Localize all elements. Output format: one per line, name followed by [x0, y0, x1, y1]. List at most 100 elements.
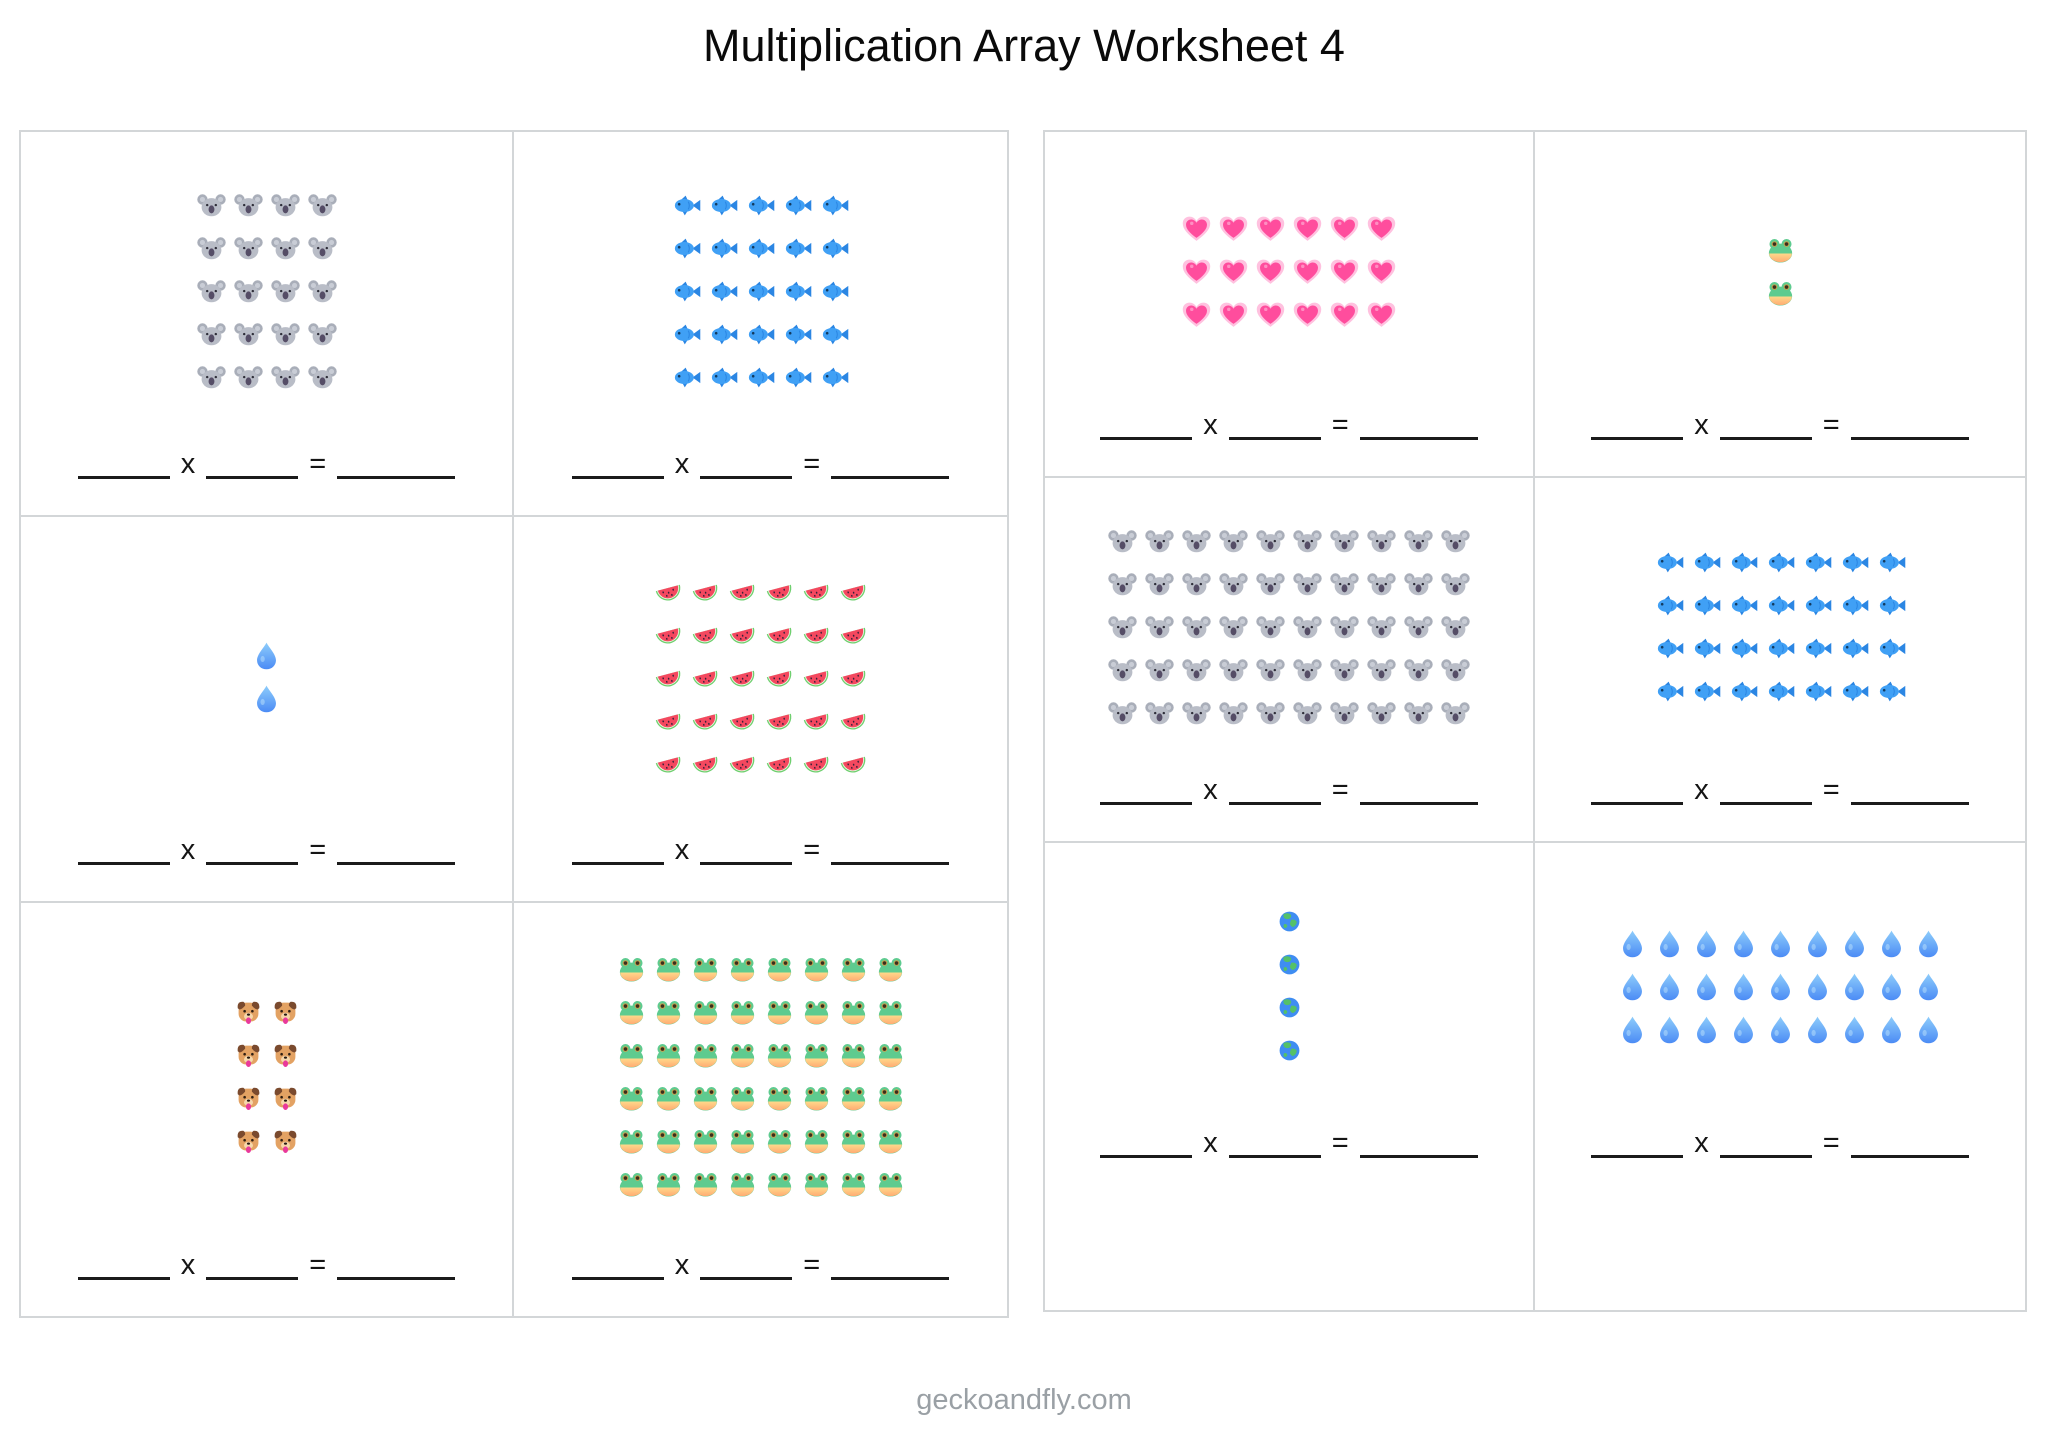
fish-icon	[782, 319, 813, 350]
worksheet-cell: x =	[514, 132, 1007, 517]
equation-multiply-sign: x	[1203, 1127, 1218, 1159]
koala-icon	[1255, 655, 1286, 686]
fish-icon	[1691, 676, 1722, 707]
droplet-icon	[1691, 1014, 1722, 1045]
worksheet-cell: x =	[21, 132, 514, 517]
equation-blank-factor1	[77, 471, 170, 479]
watermelon-icon	[653, 618, 684, 649]
fish-icon	[1654, 547, 1685, 578]
droplet-icon	[251, 683, 282, 714]
fish-icon	[671, 190, 702, 221]
koala-icon	[1255, 698, 1286, 729]
droplet-icon	[1654, 971, 1685, 1002]
koala-icon	[1218, 526, 1249, 557]
koala-icon	[307, 276, 338, 307]
frog-icon	[838, 1169, 869, 1200]
droplet-icon	[1913, 971, 1944, 1002]
fish-icon	[1765, 633, 1796, 664]
equation-blank-product	[831, 1272, 950, 1280]
worksheet-cell: x =	[1045, 132, 1535, 478]
equation-equals-sign: =	[1331, 774, 1349, 806]
koala-icon	[1181, 655, 1212, 686]
koala-icon	[1403, 655, 1434, 686]
frog-icon	[727, 1169, 758, 1200]
equation-blank-product	[1850, 797, 1969, 805]
equation: x =	[571, 1249, 950, 1281]
equation-blank-factor2	[700, 471, 793, 479]
watermelon-icon	[653, 704, 684, 735]
equation-blank-product	[1359, 432, 1478, 440]
fish-icon	[1876, 676, 1907, 707]
equation-blank-product	[831, 471, 950, 479]
heart-icon	[1366, 256, 1397, 287]
heart-icon	[1292, 213, 1323, 244]
watermelon-icon	[801, 747, 832, 778]
koala-icon	[1144, 612, 1175, 643]
droplet-icon	[1913, 928, 1944, 959]
fish-icon	[1802, 676, 1833, 707]
equation-equals-sign: =	[1822, 774, 1840, 806]
worksheet-right-panel: x = x = x = x =	[1043, 130, 2027, 1312]
koala-icon	[1329, 612, 1360, 643]
emoji-array	[1274, 906, 1305, 1066]
fish-icon	[708, 276, 739, 307]
heart-icon	[1292, 256, 1323, 287]
koala-icon	[270, 190, 301, 221]
watermelon-icon	[690, 747, 721, 778]
koala-icon	[1255, 612, 1286, 643]
koala-icon	[1144, 569, 1175, 600]
frog-icon	[653, 997, 684, 1028]
koala-icon	[1292, 612, 1323, 643]
koala-icon	[1440, 698, 1471, 729]
watermelon-icon	[801, 575, 832, 606]
droplet-icon	[1802, 1014, 1833, 1045]
heart-icon	[1292, 299, 1323, 330]
koala-icon	[1403, 569, 1434, 600]
fish-icon	[1765, 547, 1796, 578]
koala-icon	[1440, 569, 1471, 600]
fish-icon	[745, 276, 776, 307]
koala-icon	[1329, 655, 1360, 686]
fish-icon	[1802, 633, 1833, 664]
heart-icon	[1329, 299, 1360, 330]
frog-icon	[801, 1083, 832, 1114]
koala-icon	[1403, 612, 1434, 643]
fish-icon	[1654, 590, 1685, 621]
worksheet-cell: x =	[21, 903, 514, 1316]
frog-icon	[727, 1126, 758, 1157]
koala-icon	[1440, 526, 1471, 557]
dog-icon	[233, 1083, 264, 1114]
koala-icon	[270, 276, 301, 307]
koala-icon	[196, 276, 227, 307]
heart-icon	[1218, 256, 1249, 287]
equation-multiply-sign: x	[674, 1249, 690, 1281]
fish-icon	[671, 276, 702, 307]
koala-icon	[233, 319, 264, 350]
koala-icon	[1218, 698, 1249, 729]
fish-icon	[819, 190, 850, 221]
equation-equals-sign: =	[803, 1249, 821, 1281]
watermelon-icon	[727, 704, 758, 735]
koala-icon	[1255, 526, 1286, 557]
equation-blank-factor1	[1591, 797, 1684, 805]
droplet-icon	[1876, 1014, 1907, 1045]
worksheet-cell: x =	[1535, 132, 2025, 478]
frog-icon	[690, 1126, 721, 1157]
earth-icon	[1274, 992, 1305, 1023]
equation-blank-factor2	[206, 857, 299, 865]
fish-icon	[745, 362, 776, 393]
equation-blank-factor1	[1591, 1150, 1684, 1158]
koala-icon	[270, 362, 301, 393]
equation-blank-factor2	[700, 1272, 793, 1280]
fish-icon	[1728, 676, 1759, 707]
frog-icon	[1765, 235, 1796, 266]
worksheet-cell: x =	[1045, 478, 1535, 843]
dog-icon	[270, 997, 301, 1028]
fish-icon	[819, 319, 850, 350]
koala-icon	[196, 190, 227, 221]
watermelon-icon	[801, 618, 832, 649]
droplet-icon	[1765, 928, 1796, 959]
koala-icon	[1107, 655, 1138, 686]
worksheet-cell: x =	[21, 517, 514, 903]
frog-icon	[838, 954, 869, 985]
